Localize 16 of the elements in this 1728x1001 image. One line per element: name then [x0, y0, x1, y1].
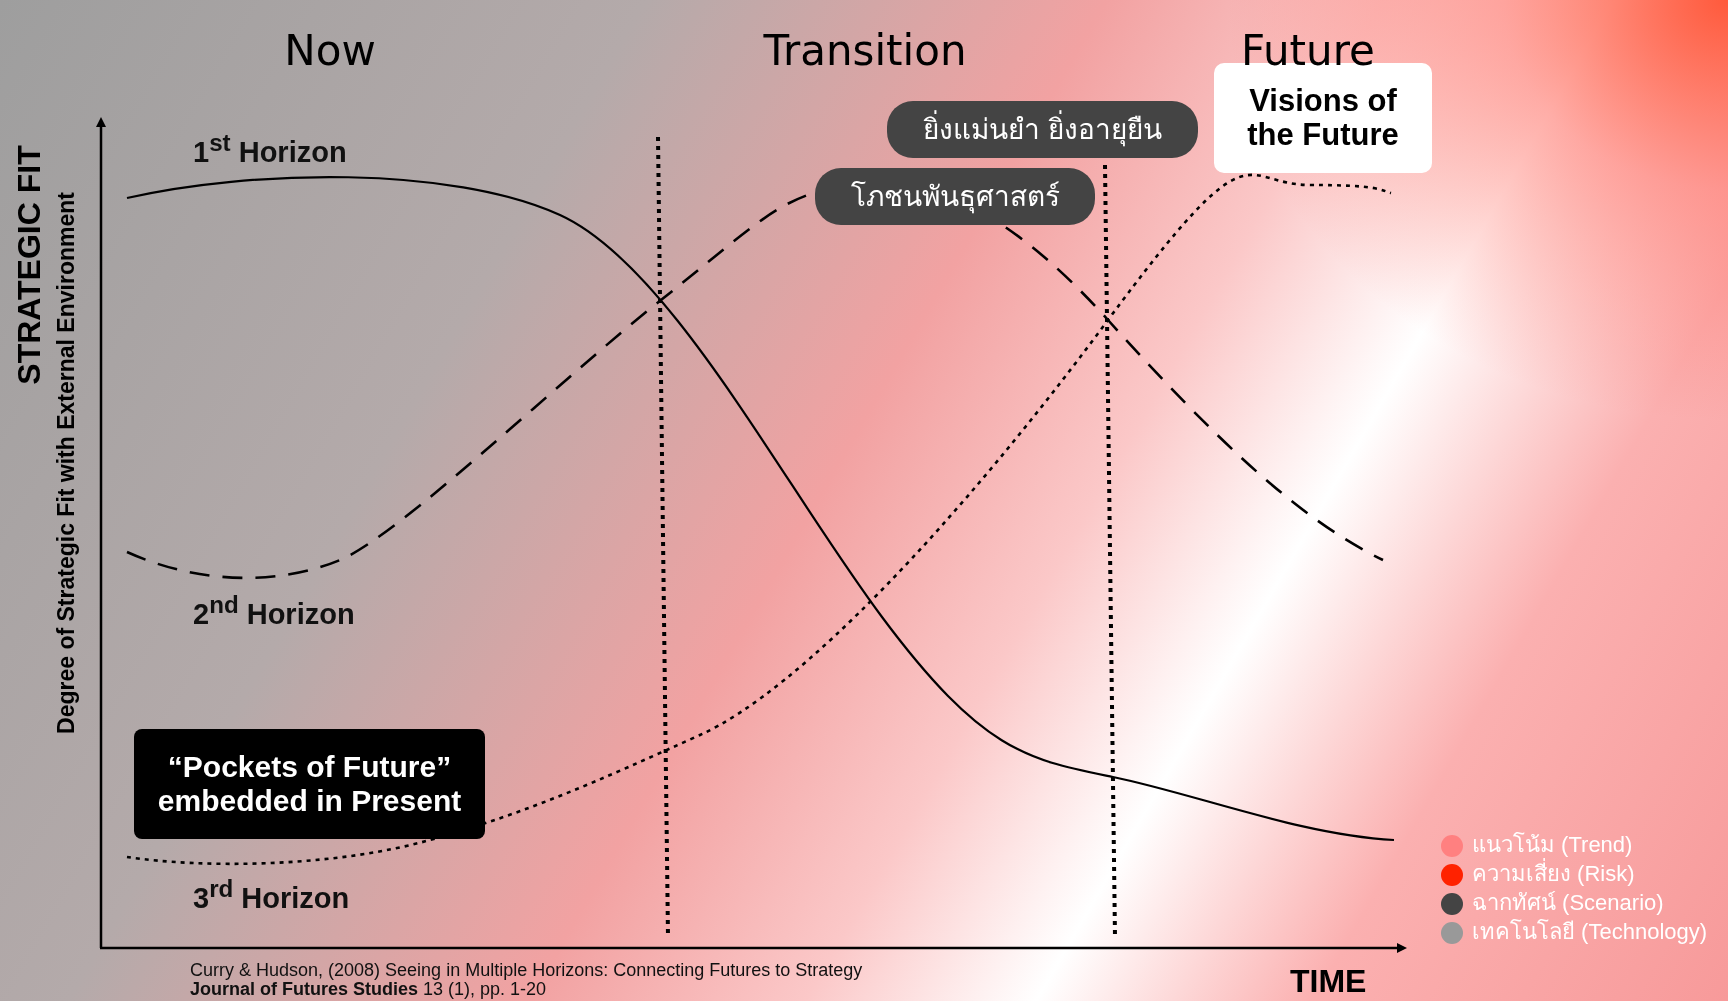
legend-text: เทคโนโลยี (Technology)	[1472, 919, 1708, 946]
axis-title: STRATEGIC FIT	[12, 145, 48, 385]
citation-text: Journal of Futures Studies 13 (1), pp. 1-20	[190, 980, 547, 1000]
tag-pill: โภชนพันธุศาสตร์	[815, 168, 1095, 225]
citation-text: Curry & Hudson, (2008) Seeing in Multiple Horizons: Connecting Futures to Strategy	[190, 961, 863, 981]
column-heading: Transition	[763, 28, 967, 75]
legend-text: แนวโน้ม (Trend)	[1472, 832, 1633, 858]
column-heading: Now	[284, 28, 376, 75]
callout-box: “Pockets of Future” embedded in Present	[134, 729, 485, 839]
tag-pill: ยิ่งแม่นยำ ยิ่งอายุยืน	[887, 101, 1198, 158]
axis-title: Degree of Strategic Fit with External Environment	[54, 192, 80, 734]
curve-label: 3$^{rd}$ Horizon	[193, 876, 350, 915]
legend-text: ฉากทัศน์ (Scenario)	[1472, 890, 1664, 917]
curve-label: 2$^{nd}$ Horizon	[193, 592, 355, 631]
curve-label: 1$^{st}$ Horizon	[193, 130, 347, 169]
axis-title: TIME	[1290, 964, 1367, 1000]
